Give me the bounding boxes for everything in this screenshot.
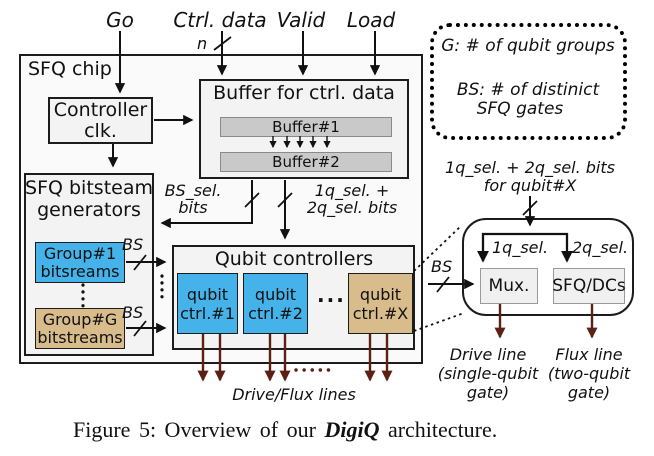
qubit-ctrl-2-line1: qubit bbox=[254, 284, 297, 304]
bs-sel-line1: BS_sel. bbox=[164, 181, 222, 200]
detail-1q-sel-label: 1q_sel. bbox=[492, 238, 549, 257]
signal-label-valid: Valid bbox=[276, 8, 326, 32]
group1-line2: bitsreams bbox=[40, 261, 120, 281]
q-sel-line2: 2q_sel. bits bbox=[306, 198, 398, 217]
qubit-controllers-title: Qubit controllers bbox=[214, 248, 374, 270]
drive-flux-lines-label: Drive/Flux lines bbox=[232, 385, 356, 404]
bs-bus-label-2: BS bbox=[122, 303, 144, 322]
generators-title-line1: SFQ bitsteam bbox=[25, 177, 153, 199]
drive-line-3: gate) bbox=[466, 383, 510, 402]
controller-clk-line2: clk. bbox=[84, 119, 117, 142]
slash-detail-bs bbox=[436, 276, 450, 293]
qubit-ctrl-1-line2: ctrl.#1 bbox=[180, 303, 235, 323]
figure-caption: Figure 5: Overview of our DigiQ architec… bbox=[73, 417, 497, 443]
detail-header-line2: for qubit#X bbox=[483, 176, 577, 195]
sfq-dcs-box: SFQ/DCs bbox=[552, 268, 626, 304]
buffer-title: Buffer for ctrl. data bbox=[213, 82, 395, 104]
flux-line-label: Flux line (two-qubit gate) bbox=[548, 345, 630, 402]
qubit-ctrl-2-line2: ctrl.#2 bbox=[248, 303, 303, 323]
q-sel-bits-label: 1q_sel. + 2q_sel. bits bbox=[307, 182, 397, 216]
legend-line2: BS: # of distinict bbox=[456, 80, 600, 100]
qubit-ctrl-X-line2: ctrl.#X bbox=[352, 303, 409, 323]
qubit-ctrl-ellipsis: ... bbox=[317, 283, 346, 307]
qubit-ctrl-X-line1: qubit bbox=[359, 284, 402, 304]
flux-line-2: (two-qubit bbox=[547, 364, 631, 383]
caption-suffix: architecture. bbox=[379, 417, 498, 442]
drive-line-2: (single-qubit bbox=[437, 364, 539, 383]
legend-line3: SFQ gates bbox=[476, 99, 564, 119]
buffer-slot-2: Buffer#2 bbox=[220, 152, 392, 172]
flux-line-3: gate) bbox=[567, 383, 611, 402]
detail-2q-sel-label: 2q_sel. bbox=[572, 238, 629, 257]
groupG-bitstreams-box: Group#G bitstreams bbox=[35, 308, 125, 349]
qubit-ctrl-1-line1: qubit bbox=[186, 284, 229, 304]
detail-bs-label: BS bbox=[431, 257, 453, 276]
qubit-ctrl-X-box: qubit ctrl.#X bbox=[348, 273, 413, 334]
signal-label-load: Load bbox=[346, 8, 396, 32]
signal-label-ctrl-data: Ctrl. data bbox=[173, 8, 267, 32]
buffer-slot-1: Buffer#1 bbox=[220, 117, 392, 137]
bs-sel-line2: bits bbox=[178, 198, 208, 217]
sfq-chip-title: SFQ chip bbox=[28, 58, 112, 80]
generators-title: SFQ bitsteam generators bbox=[25, 177, 153, 221]
legend-line1: G: # of qubit groups bbox=[441, 36, 615, 56]
bs-sel-bits-label: BS_sel. bits bbox=[165, 182, 222, 216]
q-sel-line1: 1q_sel. + bbox=[314, 181, 390, 200]
bs-bus-label-1: BS bbox=[122, 235, 144, 254]
slash-n bbox=[213, 36, 232, 51]
legend-box bbox=[430, 23, 627, 140]
drive-line-1: Drive line bbox=[449, 345, 527, 364]
slash-detail-feed bbox=[522, 200, 538, 216]
controller-clk-box: Controller clk. bbox=[48, 97, 153, 144]
flux-line-1: Flux line bbox=[555, 345, 623, 364]
qubit-ctrl-1-box: qubit ctrl.#1 bbox=[177, 273, 238, 334]
detail-header-line1: 1q_sel. + 2q_sel. bits bbox=[445, 158, 615, 177]
bus-width-label: n bbox=[197, 34, 208, 53]
controller-clk-line1: Controller bbox=[53, 98, 148, 121]
group1-bitstreams-box: Group#1 bitsreams bbox=[35, 242, 125, 283]
groupG-line2: bitstreams bbox=[37, 327, 123, 347]
mux-box: Mux. bbox=[480, 268, 538, 304]
caption-prefix: Figure 5: Overview of our bbox=[73, 417, 325, 442]
group1-line1: Group#1 bbox=[43, 243, 117, 263]
qubit-ctrl-2-box: qubit ctrl.#2 bbox=[243, 273, 308, 334]
generators-title-line2: generators bbox=[37, 199, 141, 221]
caption-emphasis: DigiQ bbox=[324, 417, 380, 442]
drive-line-label: Drive line (single-qubit gate) bbox=[438, 345, 539, 402]
signal-label-go: Go bbox=[106, 8, 134, 32]
groupG-line1: Group#G bbox=[42, 309, 118, 329]
